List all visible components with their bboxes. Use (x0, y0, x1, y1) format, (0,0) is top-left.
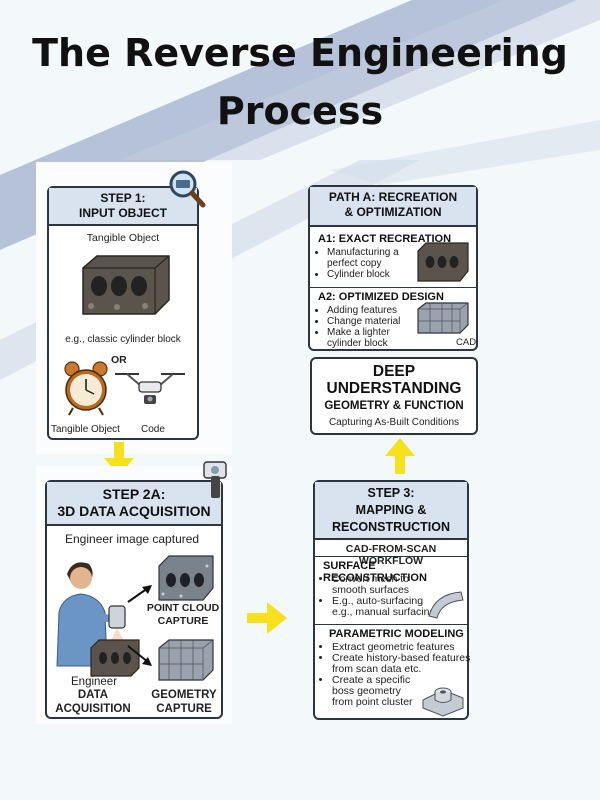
a2-item: Adding features (327, 305, 415, 316)
path-a-header: PATH A: RECREATION & OPTIMIZATION (310, 187, 476, 227)
step1-caption: e.g., classic cylinder block (65, 334, 181, 345)
point-cloud-icon (158, 555, 214, 601)
parametric-modeling-list: Extract geometric features Create histor… (319, 642, 476, 708)
geometry-capture-label: GEOMETRY CAPTURE (151, 689, 217, 715)
surface-item: Convert mesh to smooth surfaces (332, 574, 442, 596)
a2-item: Make a lighter cylinder block (327, 327, 415, 349)
step1-header: STEP 1: INPUT OBJECT (49, 188, 197, 226)
a1-item: Cylinder block (327, 269, 419, 280)
surface-reconstruction-list: Convert mesh to smooth surfaces E.g., au… (319, 574, 442, 618)
surface-reconstruction-title: SURFACE RECONSTRUCTION (323, 560, 427, 584)
a1-list: Manufacturing a perfect copy Cylinder bl… (314, 247, 419, 280)
as-built-caption: Capturing As-Built Conditions (328, 417, 460, 428)
geometry-mesh-icon (158, 639, 214, 681)
step2a-header: STEP 2A: 3D DATA ACQUISITION (47, 482, 221, 526)
arrow-step2a-to-step3 (247, 602, 287, 634)
engine-block-icon-a1 (417, 242, 469, 282)
code-label: Code (141, 424, 165, 435)
a1-title: A1: EXACT RECREATION (318, 233, 452, 245)
engineer-label: Engineer (71, 676, 118, 688)
parametric-modeling-title: PARAMETRIC MODELING (329, 628, 464, 640)
deep-understanding-card: DEEP UNDERSTANDING GEOMETRY & FUNCTION C… (310, 357, 478, 435)
engine-block-icon (82, 255, 170, 315)
point-cloud-label: POINT CLOUD CAPTURE (146, 602, 220, 627)
geometry-function-label: GEOMETRY & FUNCTION (324, 400, 464, 412)
surface-item: E.g., auto-surfacing e.g., manual surfac… (332, 596, 442, 618)
step3-header: STEP 3: MAPPING & RECONSTRUCTION (315, 482, 467, 540)
param-item: Create a specific boss geometry from poi… (332, 675, 418, 708)
drone-icon (115, 373, 185, 404)
curved-surface-icon (428, 591, 464, 619)
step2a-card: STEP 2A: 3D DATA ACQUISITION Engineer im… (45, 480, 223, 719)
arrow-step3-to-deep (385, 438, 415, 474)
step1-label: Tangible Object (86, 232, 160, 244)
or-label: OR (111, 354, 127, 366)
data-acquisition-label: DATA ACQUISITION (55, 689, 131, 715)
boss-part-icon (422, 687, 464, 717)
magnifier-icon (169, 170, 206, 208)
cad-label: CAD (456, 337, 477, 348)
alarm-clock-icon (64, 361, 108, 416)
deep-understanding-title: DEEP UNDERSTANDING (326, 363, 462, 397)
a2-list: Adding features Change material Make a l… (314, 305, 415, 349)
optimized-block-icon (417, 302, 469, 334)
arrows-step2a (127, 585, 152, 666)
a2-title: A2: OPTIMIZED DESIGN (318, 291, 444, 303)
step2a-subtitle: Engineer image captured (65, 532, 200, 546)
param-item: Extract geometric features (332, 642, 476, 653)
page-title: The Reverse Engineering Process (32, 31, 568, 133)
a2-item: Change material (327, 316, 415, 327)
small-engine-icon (90, 639, 140, 677)
a1-item: Manufacturing a perfect copy (327, 247, 419, 269)
tangible-object-label-2: Tangible Object (51, 424, 120, 435)
workflow-label: CAD-FROM-SCAN WORKFLOW (345, 543, 437, 567)
step3-card: STEP 3: MAPPING & RECONSTRUCTION CAD-FRO… (313, 480, 470, 720)
step1-card: STEP 1: INPUT OBJECT Tangible Object e.g… (47, 186, 199, 440)
path-a-card: PATH A: RECREATION & OPTIMIZATION A1: EX… (308, 185, 478, 351)
handheld-scanner-icon (203, 461, 227, 498)
param-item: Create history-based features from scan … (332, 653, 476, 675)
